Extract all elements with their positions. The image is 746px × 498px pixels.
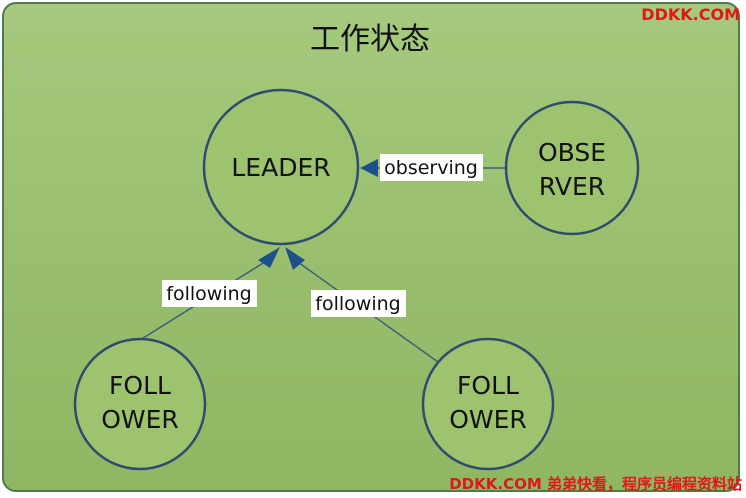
- edge-label-background: [311, 290, 406, 317]
- edge-label-following-left: following: [166, 283, 251, 305]
- node-follower-right-label-line-2: OWER: [449, 405, 527, 434]
- node-observer-label-line-2: RVER: [539, 172, 605, 201]
- node-leader: LEADER: [202, 88, 360, 246]
- node-follower-left: FOLL OWER: [73, 337, 207, 471]
- node-follower-right-circle: [421, 337, 555, 471]
- edge-label-background: [162, 280, 257, 307]
- edge-label-observing: observing: [384, 157, 478, 179]
- arrow-head-icon: [285, 247, 305, 270]
- arrow-head-icon: [258, 247, 280, 268]
- watermark-bottom: DDKK.COM 弟弟快看，程序员编程资料站: [449, 475, 742, 493]
- node-follower-right-label-line-1: FOLL: [457, 371, 519, 400]
- node-leader-circle: [202, 88, 360, 246]
- edge-following-left: following: [139, 247, 280, 341]
- node-observer-label-line-1: OBSE: [538, 138, 606, 167]
- node-follower-left-label-line-1: FOLL: [109, 371, 171, 400]
- edge-label-following-right: following: [315, 293, 400, 315]
- node-follower-left-circle: [73, 337, 207, 471]
- node-observer-circle: [504, 100, 640, 236]
- edge-observing: observing: [360, 154, 505, 181]
- watermark-top: DDKK.COM: [641, 5, 740, 24]
- diagram-title: 工作状态: [310, 22, 430, 57]
- node-follower-right: FOLL OWER: [421, 337, 555, 471]
- node-follower-left-label-line-2: OWER: [101, 405, 179, 434]
- edge-following-right: following: [285, 247, 439, 363]
- arrow-head-icon: [360, 159, 378, 177]
- node-leader-label: LEADER: [231, 153, 330, 182]
- node-observer: OBSE RVER: [504, 100, 640, 236]
- edge-label-background: [380, 154, 483, 181]
